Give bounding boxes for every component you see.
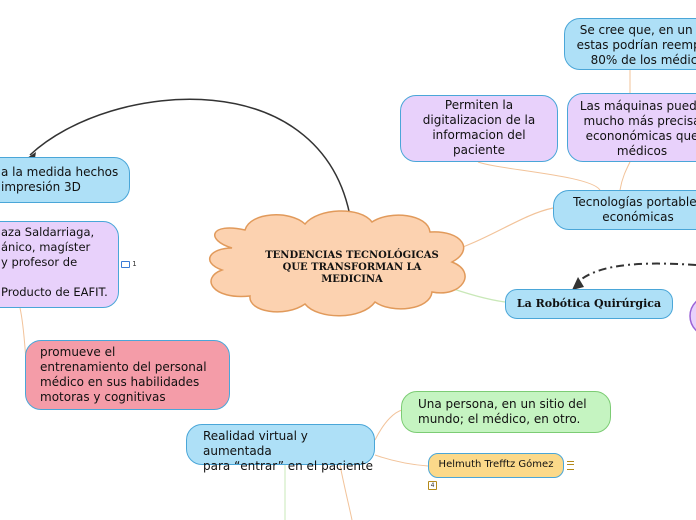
node-training-line-2: entrenamiento del personal [40, 360, 207, 374]
node-person-line-1: aza Saldarriaga, [1, 225, 95, 239]
center-topic-line-3: MEDICINA [321, 274, 383, 285]
node-machines-line-4: médicos [616, 144, 668, 158]
node-training-line-4: motoras y cognitivas [40, 390, 166, 404]
node-printing-line-1: a la medida hechos [1, 165, 119, 179]
node-training[interactable]: promueve el entrenamiento del personal m… [25, 340, 230, 410]
node-training-line-1: promueve el [40, 345, 116, 359]
person-note-badge[interactable]: 1 [121, 260, 137, 268]
node-machines-line-3: econonómicas que [585, 129, 696, 143]
line-vr-down-2 [339, 464, 353, 520]
offscreen-purple-node [689, 300, 696, 332]
node-person[interactable]: aza Saldarriaga, ánico, magíster y profe… [0, 221, 119, 308]
arrow-dashdot-robotics [577, 262, 696, 283]
helmuth-count-badge[interactable]: 4 [428, 481, 437, 490]
line-vr-remote [374, 409, 403, 441]
node-person-line-2: ánico, magíster [1, 240, 91, 254]
node-prediction[interactable]: Se cree que, en un fu estas podrían reem… [564, 18, 696, 70]
line-vr-helmuth [374, 454, 429, 467]
note-icon [121, 260, 130, 268]
node-portable-line-2: económicas [602, 210, 674, 224]
node-vr[interactable]: Realidad virtual y aumentada para “entra… [186, 424, 375, 473]
node-training-line-3: médico en sus habilidades [40, 375, 200, 389]
node-robotics-label: La Robótica Quirúrgica [516, 297, 662, 310]
node-person-line-5: Producto de EAFIT. [1, 285, 108, 299]
node-vr-line-1: Realidad virtual y aumentada [203, 429, 308, 458]
center-topic[interactable]: TENDENCIAS TECNOLÓGICAS QUE TRANSFORMAN … [262, 250, 442, 286]
arrow-curve-to-printing [29, 98, 353, 229]
node-helmuth[interactable]: Helmuth Trefftz Gómez [428, 453, 564, 478]
node-digitalization-line-3: informacion del [432, 128, 526, 142]
node-printing-line-2: impresión 3D [1, 180, 81, 194]
line-portable-machines [619, 161, 631, 191]
node-portable[interactable]: Tecnologías portables económicas [553, 190, 696, 230]
node-remote-line-2: mundo; el médico, en otro. [418, 412, 581, 426]
line-portable-digitalization [477, 161, 601, 191]
helmuth-notes-icon[interactable] [567, 461, 574, 470]
node-remote-line-1: Una persona, en un sitio del [418, 397, 587, 411]
node-remote[interactable]: Una persona, en un sitio del mundo; el m… [401, 391, 611, 433]
node-robotics[interactable]: La Robótica Quirúrgica [505, 289, 673, 319]
node-machines-line-1: Las máquinas puede [579, 99, 696, 113]
center-cloud-shape [208, 210, 466, 317]
center-topic-line-2: QUE TRANSFORMAN LA [282, 262, 422, 273]
node-helmuth-label: Helmuth Trefftz Gómez [438, 459, 554, 470]
helmuth-count: 4 [430, 482, 435, 489]
node-person-line-4 [1, 270, 118, 285]
node-digitalization-line-2: digitalizacion de la [422, 113, 536, 127]
node-digitalization-line-1: Permiten la [444, 98, 514, 112]
center-topic-line-1: TENDENCIAS TECNOLÓGICAS [265, 250, 439, 261]
node-digitalization-line-4: paciente [453, 143, 505, 157]
node-person-line-3: y profesor de [1, 255, 78, 269]
node-prediction-line-2: estas podrían reempla [576, 38, 696, 52]
node-printing[interactable]: a la medida hechos impresión 3D [0, 157, 130, 203]
node-portable-line-1: Tecnologías portables [573, 195, 696, 209]
node-prediction-line-1: Se cree que, en un fu [579, 23, 696, 37]
node-machines-line-2: mucho más precisa [583, 114, 696, 128]
node-machines[interactable]: Las máquinas puede mucho más precisa eco… [567, 93, 696, 162]
arrow-head-robotics [572, 277, 584, 290]
node-vr-line-2: para “entrar” en el paciente [203, 459, 374, 473]
node-prediction-line-3: 80% de los médic [590, 53, 696, 67]
person-note-count: 1 [132, 260, 137, 268]
node-digitalization[interactable]: Permiten la digitalizacion de la informa… [400, 95, 558, 162]
